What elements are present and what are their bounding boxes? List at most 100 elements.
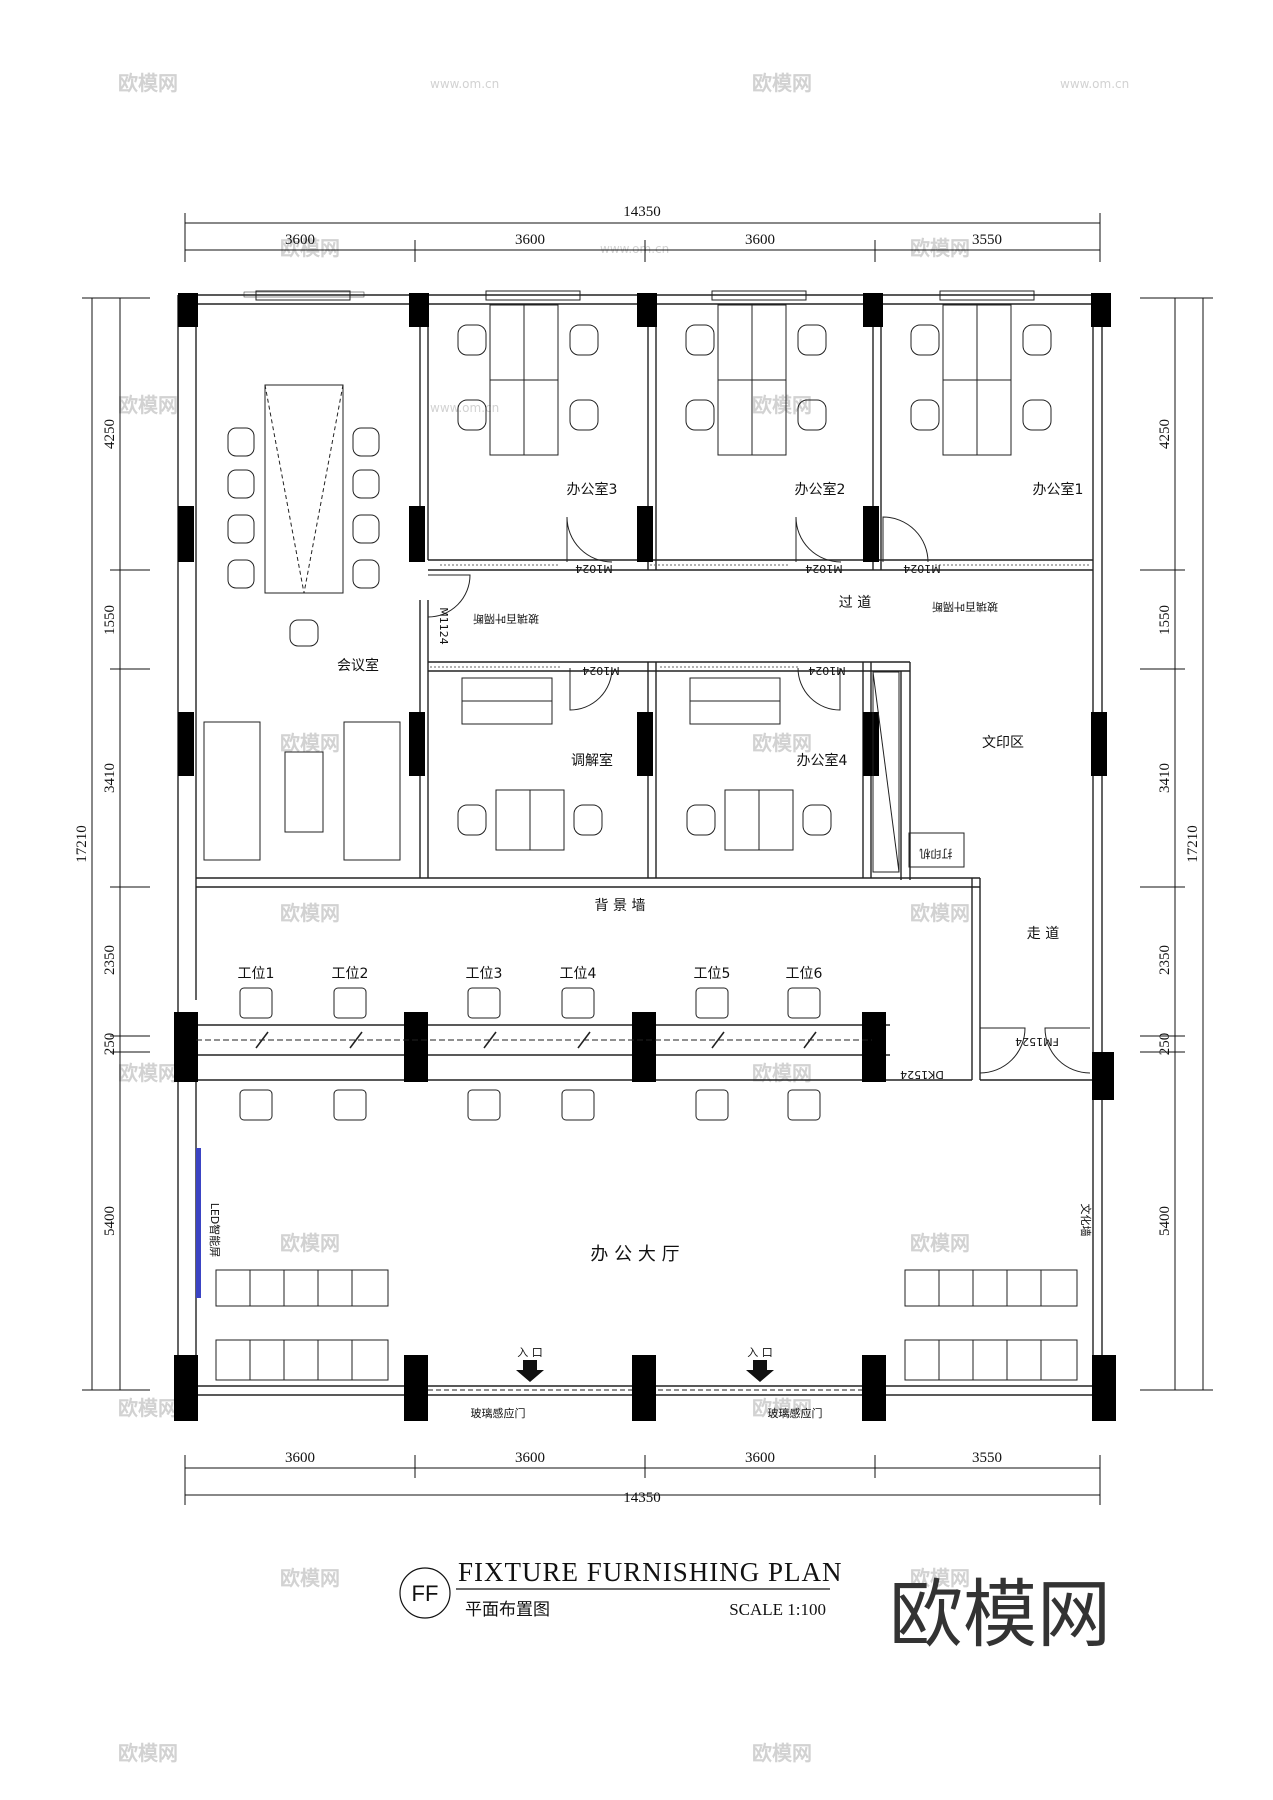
dim-bottom-seg: 3600 bbox=[745, 1450, 775, 1466]
column bbox=[174, 1012, 198, 1082]
meeting-room-furniture bbox=[203, 291, 401, 861]
dim-left-seg: 250 bbox=[102, 1033, 118, 1056]
workstation-label: 工位1 bbox=[238, 966, 275, 982]
door-code: M1024 bbox=[582, 664, 620, 677]
title-main: FIXTURE FURNISHING PLAN bbox=[458, 1557, 843, 1587]
room-label-mediation: 调解室 bbox=[571, 752, 613, 769]
printer-box bbox=[908, 832, 965, 868]
brand-watermark: 欧模网 bbox=[889, 1572, 1111, 1658]
meeting-chairs bbox=[227, 427, 380, 647]
dim-left-total: 17210 bbox=[74, 825, 90, 863]
dim-bottom-seg: 3600 bbox=[515, 1450, 545, 1466]
dim-right-seg: 1550 bbox=[1157, 605, 1173, 635]
coffee-table bbox=[284, 751, 324, 833]
room-label-office3: 办公室3 bbox=[567, 481, 618, 498]
watermark-brand: 欧模网 bbox=[118, 1741, 178, 1765]
column bbox=[1092, 1355, 1116, 1421]
title-block: FF FIXTURE FURNISHING PLAN 平面布置图 SCALE 1… bbox=[399, 1557, 843, 1620]
walls bbox=[177, 294, 1103, 1396]
desk-cluster-office2 bbox=[685, 304, 827, 456]
columns bbox=[174, 293, 1116, 1421]
column bbox=[409, 506, 425, 562]
workstation-chairs-top bbox=[239, 987, 821, 1019]
room-label-office1: 办公室1 bbox=[1033, 481, 1084, 498]
watermark-brand: 欧模网 bbox=[280, 236, 340, 260]
workstation-chairs-bottom bbox=[239, 1089, 821, 1121]
workstation-glass-marks bbox=[255, 1031, 817, 1049]
watermark-brand: 欧模网 bbox=[752, 1741, 812, 1765]
desk-cluster-office3 bbox=[457, 304, 599, 456]
column bbox=[632, 1355, 656, 1421]
room-label-corridor2: 走 道 bbox=[1027, 926, 1059, 942]
dim-top-seg: 3600 bbox=[745, 232, 775, 248]
office-desks bbox=[457, 304, 1052, 873]
watermark-brand: 欧模网 bbox=[280, 731, 340, 755]
desk-cluster-office1 bbox=[910, 304, 1052, 456]
column bbox=[178, 293, 198, 327]
watermark-url: www.om.cn bbox=[1060, 77, 1129, 91]
dim-left-seg: 2350 bbox=[102, 945, 118, 975]
door-swings bbox=[427, 516, 1091, 1074]
column bbox=[632, 1012, 656, 1082]
watermark-brand: 欧模网 bbox=[910, 901, 970, 925]
dim-top-seg: 3600 bbox=[285, 232, 315, 248]
watermark-brand: 欧模网 bbox=[280, 1566, 340, 1590]
column bbox=[178, 506, 194, 562]
dim-top-total: 14350 bbox=[623, 204, 661, 220]
dim-right-total: 17210 bbox=[1185, 825, 1201, 863]
watermark-brand: 欧模网 bbox=[280, 901, 340, 925]
dim-top-seg: 3600 bbox=[515, 232, 545, 248]
side-dimensions bbox=[82, 297, 1213, 1391]
column bbox=[862, 1355, 886, 1421]
column bbox=[862, 1012, 886, 1082]
workstation-label: 工位5 bbox=[694, 966, 731, 982]
door-code: M1024 bbox=[575, 562, 613, 575]
column bbox=[863, 506, 879, 562]
watermark-brand: 欧模网 bbox=[752, 1396, 812, 1420]
conference-table bbox=[264, 384, 344, 594]
sofa bbox=[203, 721, 261, 861]
room-label-meeting: 会议室 bbox=[337, 657, 379, 674]
column bbox=[1092, 1052, 1114, 1100]
entrance-label: 入 口 bbox=[747, 1346, 773, 1359]
desk-office4 bbox=[686, 677, 832, 851]
workstation-label: 工位2 bbox=[332, 966, 369, 982]
entrance-label: 入 口 bbox=[517, 1346, 543, 1359]
workstation-row bbox=[196, 987, 872, 1121]
desk-mediation bbox=[457, 677, 603, 851]
printer-label: 打印机 bbox=[920, 847, 953, 861]
watermark-url: www.om.cn bbox=[430, 401, 499, 415]
dim-bottom-seg: 3550 bbox=[972, 1450, 1002, 1466]
watermark-brand: 欧模网 bbox=[910, 236, 970, 260]
watermark-brand: 欧模网 bbox=[118, 393, 178, 417]
partition-label: 玻璃百叶隔断 bbox=[473, 612, 539, 626]
door-code: FM1524 bbox=[1015, 1035, 1059, 1048]
door-code: DK1524 bbox=[900, 1068, 944, 1081]
dim-right-seg: 5400 bbox=[1157, 1206, 1173, 1236]
windows bbox=[255, 290, 1035, 301]
sensor-door-label: 玻璃感应门 bbox=[471, 1406, 526, 1420]
watermark-brand: 欧模网 bbox=[910, 1231, 970, 1255]
waiting-seats bbox=[215, 1269, 1078, 1381]
column bbox=[637, 293, 657, 327]
dim-bottom-seg: 3600 bbox=[285, 1450, 315, 1466]
bottom-dimensions bbox=[184, 1455, 1101, 1505]
door-code: M1024 bbox=[805, 562, 843, 575]
watermark-brand: 欧模网 bbox=[752, 1061, 812, 1085]
partition-label: 玻璃百叶隔断 bbox=[932, 600, 998, 614]
dim-right-seg: 4250 bbox=[1157, 419, 1173, 449]
culture-wall-label: 文化墙 bbox=[1079, 1204, 1093, 1237]
dim-bottom-total: 14350 bbox=[623, 1490, 661, 1506]
watermark-brand: 欧模网 bbox=[910, 1566, 970, 1590]
entrance-arrow-icon bbox=[516, 1360, 544, 1382]
dim-right-seg: 250 bbox=[1157, 1033, 1173, 1056]
room-label-background-wall: 背 景 墙 bbox=[595, 898, 646, 914]
dim-top-seg: 3550 bbox=[972, 232, 1002, 248]
column bbox=[178, 712, 194, 776]
dim-left-seg: 4250 bbox=[102, 419, 118, 449]
dim-right-seg: 2350 bbox=[1157, 945, 1173, 975]
column bbox=[409, 712, 425, 776]
watermark-layer: 欧模网 www.om.cn 欧模网 www.om.cn 欧模网 www.om.c… bbox=[118, 71, 1129, 1765]
column bbox=[404, 1012, 428, 1082]
